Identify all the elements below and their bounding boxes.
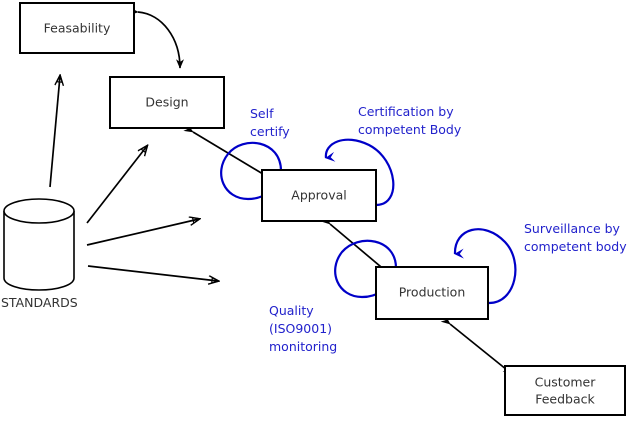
annotation-quality-iso9001-monitoring: Quality (ISO9001) monitoring <box>269 303 337 354</box>
annotation-surveillance-line1: Surveillance by <box>524 221 621 236</box>
flow-design-to-approval <box>183 124 274 181</box>
flow-standards-to-approval <box>86 219 199 246</box>
node-customer-feedback[interactable]: Customer Feedback <box>504 365 626 416</box>
annotation-certification-by-competent-body: Certification by competent Body <box>358 104 462 137</box>
annotation-surveillance-line2: competent body <box>524 239 627 254</box>
node-approval[interactable]: Approval <box>261 169 377 222</box>
node-standards-datastore[interactable]: STANDARDS <box>1 198 78 310</box>
annotation-surveillance-by-competent-body: Surveillance by competent body <box>524 221 627 254</box>
node-approval-label: Approval <box>291 188 346 203</box>
loop-approval-certification <box>324 138 395 207</box>
annotation-quality-line1: Quality <box>269 303 314 318</box>
annotation-self-certify-line2: certify <box>250 124 290 139</box>
node-customer-feedback-label-line2: Feedback <box>535 392 595 407</box>
flow-standards-to-design <box>86 146 147 224</box>
annotation-quality-line2: (ISO9001) <box>269 321 332 336</box>
node-customer-feedback-label-line1: Customer <box>535 375 597 390</box>
node-feasability[interactable]: Feasability <box>19 2 135 54</box>
flow-design-to-feasability <box>128 7 184 69</box>
annotation-self-certify-line1: Self <box>250 106 274 121</box>
node-design-label: Design <box>145 95 188 110</box>
node-production-label: Production <box>399 285 466 300</box>
node-design[interactable]: Design <box>109 76 225 129</box>
node-feasability-label: Feasability <box>44 21 111 36</box>
annotation-quality-line3: monitoring <box>269 339 337 354</box>
annotation-certification-line1: Certification by <box>358 104 454 119</box>
loop-production-surveillance <box>453 228 517 305</box>
node-production[interactable]: Production <box>375 266 489 320</box>
flow-standards-to-production <box>87 265 218 281</box>
annotation-certification-line2: competent Body <box>358 122 462 137</box>
node-standards-label: STANDARDS <box>1 295 78 310</box>
annotation-self-certify: Self certify <box>250 106 290 139</box>
flow-standards-to-feasability <box>49 76 60 188</box>
flow-production-to-customer-feedback <box>440 315 513 375</box>
